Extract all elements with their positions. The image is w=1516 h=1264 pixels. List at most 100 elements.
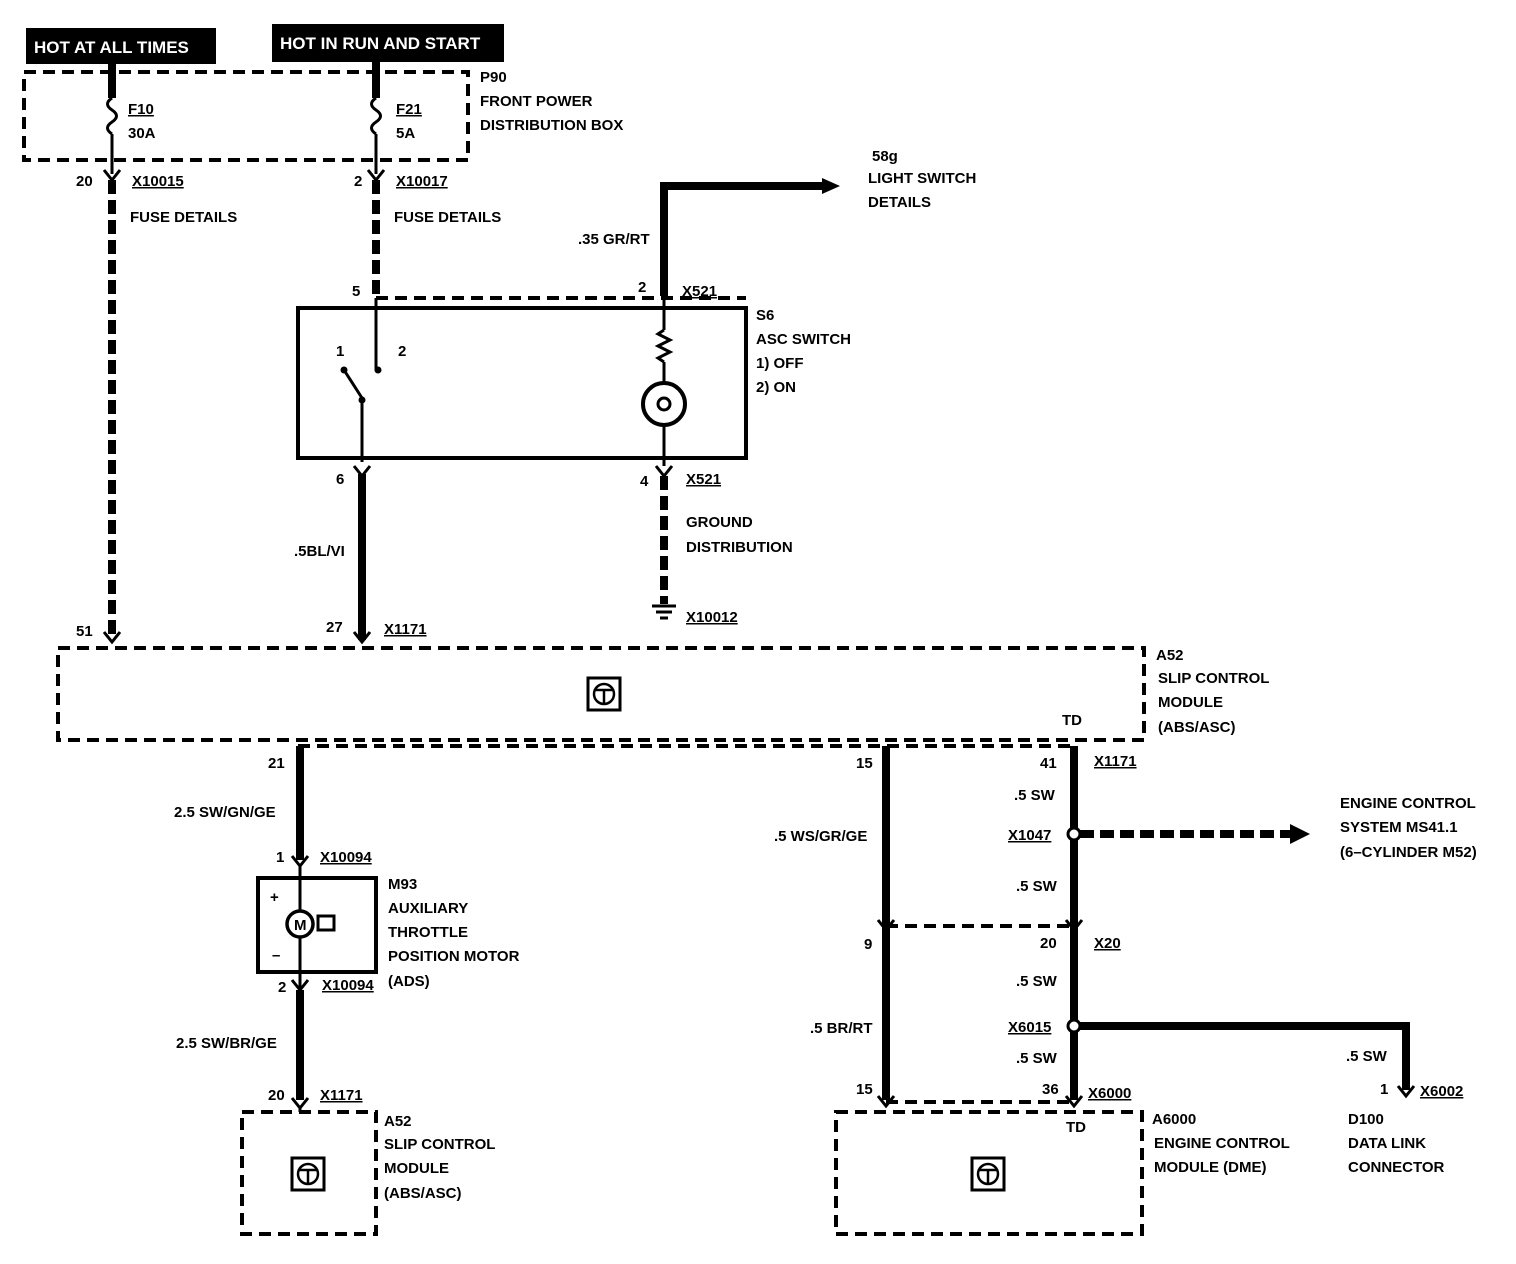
x20-pin-9: 9 [864,936,872,953]
s6-opt1: 1) OFF [756,355,804,372]
connector-x1171-51-icon [102,631,122,645]
motor-icon [285,909,315,939]
engine-sys-line2: SYSTEM MS41.1 [1340,819,1458,836]
x10094-bottom-label: X10094 [322,977,374,994]
s6-pin-5: 5 [352,283,360,300]
x1171-pin-15: 15 [856,755,873,772]
light-switch-line1: LIGHT SWITCH [868,170,976,187]
x521-top-label: X521 [682,283,717,300]
x20-pin-20: 20 [1040,935,1057,952]
module-icon [290,1156,326,1192]
x1171-pin-41: 41 [1040,755,1057,772]
ground-icon [652,604,676,620]
d100-line2: CONNECTOR [1348,1159,1445,1176]
fuse-f10-rating: 30A [128,125,156,142]
module-icon [586,676,622,712]
wire-label-sw-3: .5 SW [1016,973,1058,990]
x1171-pin-51: 51 [76,623,93,640]
s6-contact-1: 1 [336,343,344,360]
s6-opt2: 2) ON [756,379,796,396]
s6-id: S6 [756,307,774,324]
switch-blade-icon [342,369,364,399]
s6-pin-6: 6 [336,471,344,488]
d100-id: D100 [1348,1111,1384,1128]
x6000-pin-36: 36 [1042,1081,1059,1098]
connector-x6000-right-icon [1064,1095,1084,1109]
x10094-top-label: X10094 [320,849,372,866]
a52-bottom-id: A52 [384,1113,412,1130]
x6000-pin-15: 15 [856,1081,873,1098]
fuse-f21-rating: 5A [396,125,415,142]
a52-top-td: TD [1062,712,1082,729]
banner-hot-in-run-and-start: HOT IN RUN AND START [272,24,504,62]
x1171-bottom-label: X1171 [320,1087,363,1104]
x1171-pin-27: 27 [326,619,343,636]
m93-line4: (ADS) [388,973,430,990]
x10094-pin-2: 2 [278,979,286,996]
a6000-td: TD [1066,1119,1086,1136]
x6002-label: X6002 [1420,1083,1463,1100]
wire-label-sw-gn-ge: 2.5 SW/GN/GE [174,804,276,821]
x1047-label: X1047 [1008,827,1051,844]
d100-line1: DATA LINK [1348,1135,1426,1152]
a6000-box [834,1110,1144,1236]
m93-minus: – [272,947,280,964]
a6000-id: A6000 [1152,1111,1196,1128]
engine-sys-line3: (6–CYLINDER M52) [1340,844,1477,861]
wire-label-sw-4: .5 SW [1016,1050,1058,1067]
s6-name: ASC SWITCH [756,331,851,348]
p90-name-line1: FRONT POWER [480,93,593,110]
banner-hot-in-run-and-start-text: HOT IN RUN AND START [280,34,481,53]
a52-bottom-line2: MODULE [384,1160,449,1177]
light-switch-id: 58g [872,148,898,165]
m93-plus: + [270,889,279,906]
a52-bottom-line3: (ABS/ASC) [384,1185,462,1202]
x10015-pin: 20 [76,173,93,190]
s6-box [296,306,748,460]
splice-x6015 [1066,1018,1082,1034]
connector-x6000-left-icon [876,1095,896,1109]
wire-label-sw-1: .5 SW [1014,787,1056,804]
x6002-pin: 1 [1380,1081,1388,1098]
x10015-label: X10015 [132,173,184,190]
a52-top-line2: MODULE [1158,694,1223,711]
s6-contact-2: 2 [398,343,406,360]
x1171-pin-21: 21 [268,755,285,772]
resistor-icon [654,328,674,364]
indicator-lamp-icon [641,381,687,427]
x10094-pin-1: 1 [276,849,284,866]
x521-bottom-label: X521 [686,471,721,488]
arrow-right-icon [1290,824,1310,844]
connector-x521-bottom-right-icon [654,465,674,479]
light-switch-line2: DETAILS [868,194,931,211]
splice-x1047 [1066,826,1082,842]
fuse-details-left: FUSE DETAILS [130,209,237,226]
x10017-pin: 2 [354,173,362,190]
a52-bottom-box [240,1110,378,1236]
wire-label-sw-5: .5 SW [1346,1048,1388,1065]
x20-label: X20 [1094,935,1121,952]
banner-hot-at-all-times: HOT AT ALL TIMES [26,28,216,64]
wire-label-gr-rt: .35 GR/RT [578,231,650,248]
banner-hot-at-all-times-text: HOT AT ALL TIMES [34,38,189,57]
a52-top-id: A52 [1156,647,1184,664]
wire-label-br-rt: .5 BR/RT [810,1020,873,1037]
x1171-pin-20: 20 [268,1087,285,1104]
x1171-right-label: X1171 [1094,753,1137,770]
m93-line3: POSITION MOTOR [388,948,520,965]
connector-x20-left-icon [876,919,896,933]
s6-pin-4: 4 [640,473,649,490]
connector-x1171-27-icon [352,631,372,645]
wire-label-ws-gr-ge: .5 WS/GR/GE [774,828,867,845]
s6-pin-2: 2 [638,279,646,296]
fuse-details-right: FUSE DETAILS [394,209,501,226]
wire-to-data-link [1080,1022,1410,1090]
a52-top-line3: (ABS/ASC) [1158,719,1236,736]
x6015-label: X6015 [1008,1019,1051,1036]
x6000-label: X6000 [1088,1085,1131,1102]
m93-id: M93 [388,876,417,893]
a52-top-box [56,646,1146,742]
m93-motor-letter: M [294,917,307,934]
a6000-line2: MODULE (DME) [1154,1159,1267,1176]
